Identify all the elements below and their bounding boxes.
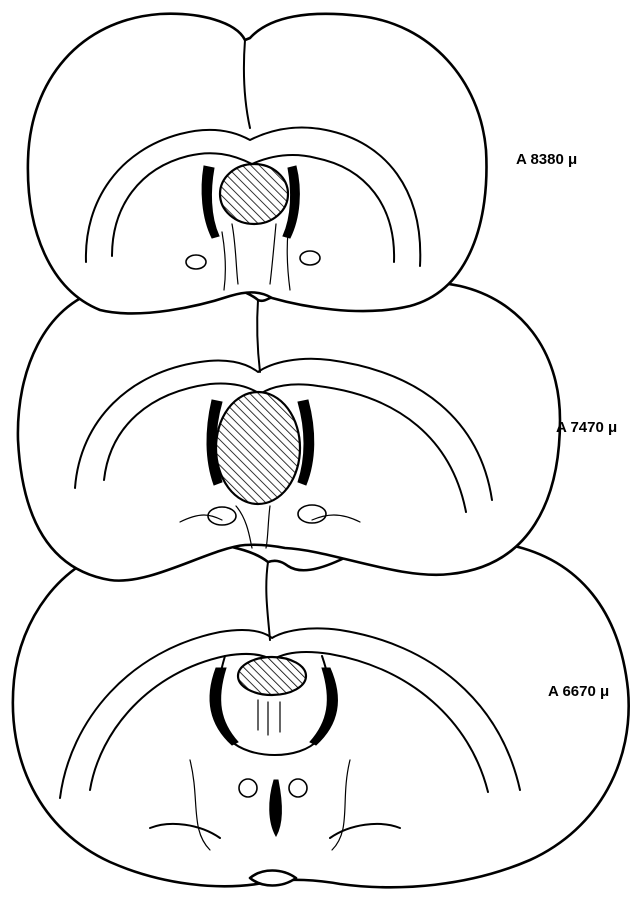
- label-a8380: A 8380 μ: [516, 151, 577, 168]
- section-a8380: [28, 14, 487, 314]
- label-a7470: A 7470 μ: [556, 419, 617, 436]
- section-a6670: [13, 540, 629, 887]
- label-a6670: A 6670 μ: [548, 683, 609, 700]
- section-a7470: [18, 279, 560, 580]
- outline-a6670: [13, 540, 629, 887]
- lesion-a6670: [238, 657, 306, 695]
- lesion-a7470: [216, 392, 300, 504]
- lesion-a8380: [220, 164, 288, 224]
